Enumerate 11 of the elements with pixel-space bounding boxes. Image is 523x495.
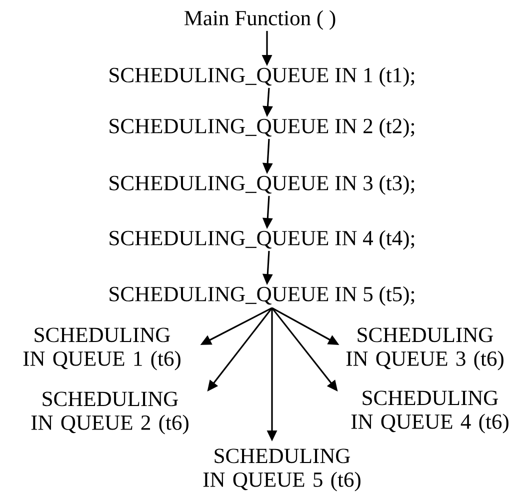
- step-text: Main Function ( ): [184, 10, 336, 30]
- step-text: SCHEDULING IN QUEUE 1 (t6): [23, 328, 180, 370]
- step-text: SCHEDULING_QUEUE IN 5 (t5);: [110, 286, 414, 306]
- step-text: SCHEDULING IN QUEUE 2 (t6): [31, 392, 188, 434]
- step-text: SCHEDULING IN QUEUE 5 (t6): [203, 448, 360, 492]
- step-text: SCHEDULING_QUEUE IN 4 (t4);: [110, 230, 414, 250]
- step-text: SCHEDULING IN QUEUE 3 (t6): [346, 328, 504, 370]
- step-text: SCHEDULING_QUEUE IN 2 (t2);: [110, 118, 414, 138]
- step-text: SCHEDULING_QUEUE IN 1 (t1);: [110, 67, 414, 87]
- step-text: SCHEDULING_QUEUE IN 3 (t3);: [110, 175, 414, 195]
- step-text: SCHEDULING IN QUEUE 4 (t6): [351, 390, 508, 434]
